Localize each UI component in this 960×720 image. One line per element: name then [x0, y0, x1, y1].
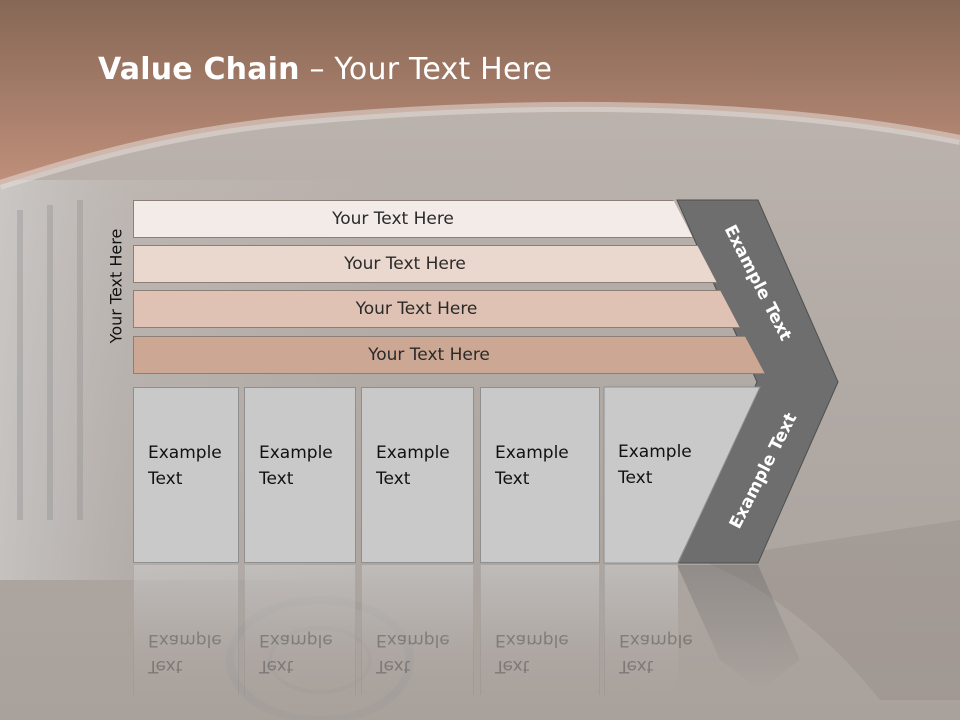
title-band	[0, 0, 960, 190]
box-3-line1: Example	[376, 443, 450, 463]
box-2: Example Text	[244, 387, 356, 563]
bar-4-label: Your Text Here	[368, 345, 490, 365]
title-bold: Value Chain	[98, 52, 300, 87]
bar-4: Your Text Here	[133, 336, 765, 374]
bar-3: Your Text Here	[133, 290, 740, 328]
box-2-line2: Text	[259, 469, 294, 489]
box-1: Example Text	[133, 387, 239, 563]
box-1-line1: Example	[148, 443, 222, 463]
box-3: Example Text	[361, 387, 474, 563]
bar-3-label: Your Text Here	[355, 299, 478, 319]
title-rest: – Your Text Here	[299, 52, 553, 87]
box-1-line2: Text	[148, 469, 183, 489]
box-4: Example Text	[480, 387, 600, 563]
bar-1: Your Text Here	[133, 200, 693, 238]
bar-2: Your Text Here	[133, 245, 717, 283]
slide-title: Value Chain – Your Text Here	[98, 52, 552, 87]
box-3-line2: Text	[376, 469, 411, 489]
bar-1-label: Your Text Here	[332, 209, 454, 229]
bar-2-label: Your Text Here	[344, 254, 466, 274]
box-2-line1: Example	[259, 443, 333, 463]
box-4-line1: Example	[495, 443, 569, 463]
box-4-line2: Text	[495, 469, 530, 489]
